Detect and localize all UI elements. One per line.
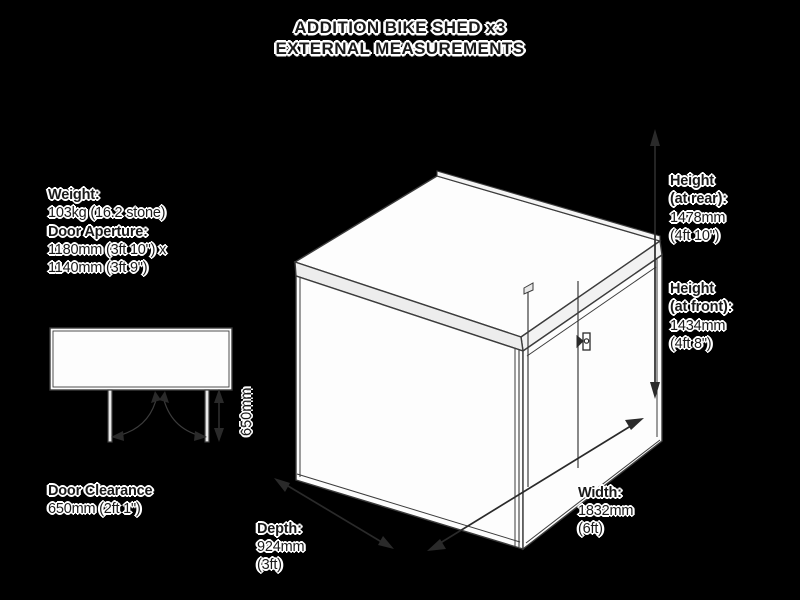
shed-front-bottom-rail <box>525 439 661 544</box>
door-aperture-value-line1: 1180mm (3ft 10") x <box>48 242 167 258</box>
height-front-value-ft: (4ft 8") <box>670 336 712 352</box>
depth-label: Depth: <box>257 521 302 537</box>
height-dimension-arrow <box>650 129 660 399</box>
shed-front-header-frame <box>526 266 657 357</box>
page-title-line2: EXTERNAL MEASUREMENTS <box>275 39 525 58</box>
height-front-label-line1: Height <box>670 281 714 297</box>
door-clearance-value: 650mm (2ft 1") <box>48 501 141 517</box>
height-rear-label-line2: (at rear): <box>670 191 727 207</box>
height-front-label-line2: (at front): <box>670 299 733 315</box>
plan-door-swing-arc-right <box>159 391 207 441</box>
plan-clearance-dimension-label: 650mm <box>239 387 255 436</box>
shed-roof-rear-lip <box>436 170 661 242</box>
width-value-ft: (6ft) <box>578 521 603 537</box>
depth-dimension-arrow <box>274 478 394 549</box>
door-aperture-label: Door Aperture: <box>48 224 148 240</box>
shed-door-top-tab <box>523 282 534 295</box>
plan-door-panel-left <box>107 389 113 443</box>
depth-value-mm: 924mm <box>257 539 305 555</box>
weight-label: Weight: <box>48 187 100 203</box>
height-rear-label-line1: Height <box>670 173 714 189</box>
page-title-line1: ADDITION BIKE SHED x3 <box>294 18 506 37</box>
width-value-mm: 1832mm <box>578 503 634 519</box>
depth-value-ft: (3ft) <box>257 557 282 573</box>
door-aperture-value-line2: 1140mm (3ft 9") <box>48 260 148 276</box>
width-label: Width: <box>578 485 622 501</box>
plan-door-swing-arc-left <box>111 391 161 441</box>
height-front-value-mm: 1434mm <box>670 318 726 334</box>
height-rear-value-mm: 1478mm <box>670 210 726 226</box>
shed-left-bottom-edge <box>296 473 521 543</box>
door-handle-icon <box>576 332 591 351</box>
door-clearance-label: Door Clearance <box>48 483 153 499</box>
plan-door-panel-right <box>204 389 210 443</box>
weight-value: 103kg (16.2 stone) <box>48 205 166 221</box>
shed-front-wall <box>522 253 663 551</box>
plan-shed-footprint-inner <box>52 330 230 388</box>
plan-clearance-dimension-arrow <box>214 389 224 442</box>
plan-shed-footprint <box>49 327 233 391</box>
height-rear-value-ft: (4ft 10") <box>670 228 720 244</box>
width-dimension-arrow <box>427 418 644 551</box>
